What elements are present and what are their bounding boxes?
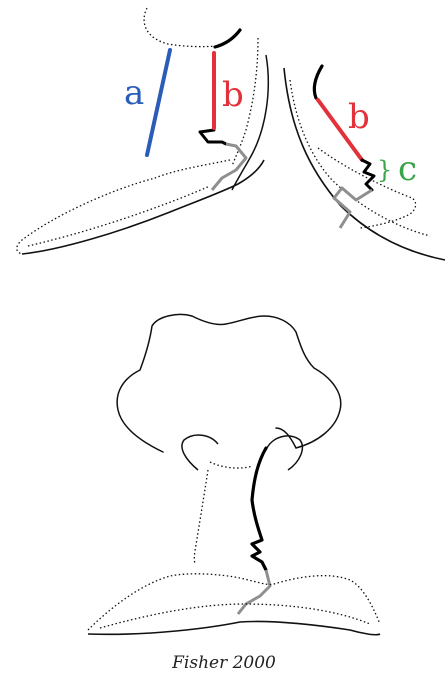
segment-a-label: a bbox=[124, 73, 144, 113]
lip-vermilion-dotted bbox=[88, 574, 380, 630]
right-nostril-incision bbox=[314, 66, 322, 98]
left-vermilion-dotted bbox=[17, 160, 230, 254]
columella-dotted-left bbox=[210, 462, 252, 468]
left-nostril-incision bbox=[215, 30, 240, 47]
segment-b-right-label: b bbox=[348, 97, 370, 137]
right-lip-segment bbox=[284, 66, 445, 260]
segment-c-brace: } bbox=[377, 156, 392, 184]
left-lip-segment bbox=[17, 8, 269, 254]
repair-grey-scar bbox=[238, 570, 270, 614]
left-nasal-sill-dotted bbox=[144, 8, 218, 47]
figure-caption: Fisher 2000 bbox=[171, 653, 276, 673]
repair-incision bbox=[252, 448, 266, 570]
segment-a-line bbox=[147, 50, 170, 155]
lip-wet-line-dotted bbox=[100, 604, 370, 628]
right-grey-scar bbox=[334, 188, 372, 228]
philtrum-dotted-left bbox=[194, 470, 208, 564]
right-nostril bbox=[266, 436, 302, 470]
lip-outer-solid bbox=[88, 621, 380, 634]
left-lip-lower-dotted bbox=[28, 186, 210, 246]
left-nostril bbox=[182, 435, 218, 470]
right-z-incision bbox=[362, 160, 374, 190]
nose-outline bbox=[117, 314, 341, 452]
segment-b-left-label: b bbox=[222, 75, 244, 115]
repaired-nose-lip bbox=[88, 314, 380, 634]
left-z-incision bbox=[200, 130, 226, 144]
segment-c-label: c bbox=[398, 149, 417, 189]
